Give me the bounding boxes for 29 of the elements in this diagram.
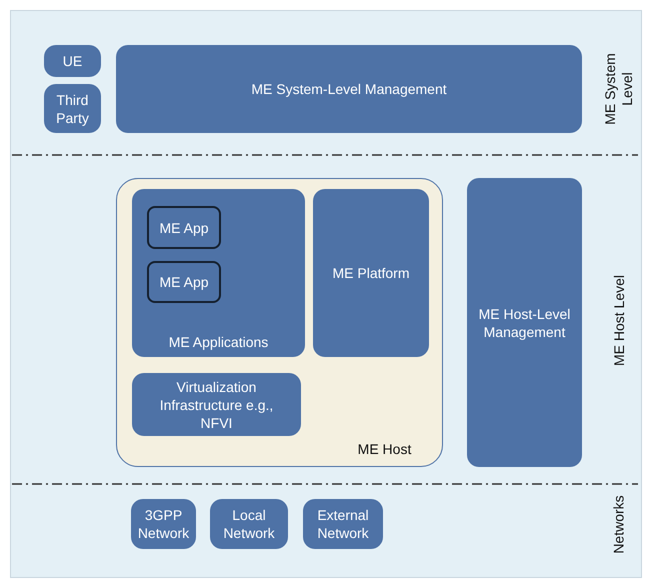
process-box — [44, 45, 101, 77]
process-box — [44, 84, 101, 133]
process-box — [467, 178, 582, 467]
process-box — [303, 499, 383, 549]
node-label: 3GPP Network — [136, 506, 190, 543]
level-label: Networks — [610, 494, 628, 554]
node-label: Virtualization Infrastructure e.g., NFVI — [158, 378, 274, 432]
process-box — [132, 373, 301, 436]
node-label: UE — [62, 52, 84, 71]
node-label: Local Network — [222, 506, 276, 543]
host-container — [116, 178, 443, 467]
node-label: ME App — [158, 273, 210, 292]
node-label: ME Platform — [331, 264, 410, 283]
node-label: Third Party — [55, 90, 90, 128]
node-label: ME Host — [356, 440, 412, 459]
node-label: ME System-Level Management — [250, 80, 448, 99]
app-box — [147, 206, 221, 249]
level-label: ME System Level — [602, 52, 636, 127]
app-box — [147, 261, 221, 303]
node-label: ME Applications — [168, 333, 270, 352]
process-box — [313, 189, 429, 357]
process-box — [116, 45, 582, 133]
applications-box — [132, 189, 305, 357]
level-label: ME Host Level — [610, 274, 628, 366]
process-box — [210, 499, 288, 549]
node-label: ME Host-Level Management — [478, 304, 572, 342]
process-box — [131, 499, 196, 549]
node-label: ME App — [158, 218, 210, 238]
node-label: External Network — [316, 506, 370, 543]
